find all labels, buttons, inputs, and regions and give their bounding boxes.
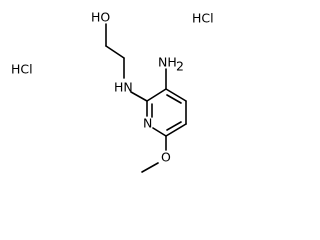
bond-o-ch3: [141, 162, 159, 173]
bond-n-c2ring: [130, 91, 148, 102]
bond-layer: [105, 23, 187, 173]
ring-bond-c3-c4: [165, 88, 187, 102]
counterion-hcl-left: HCl: [11, 62, 33, 77]
ring-bond-c5-c6: [165, 123, 187, 137]
bond-c1-c2: [105, 45, 125, 59]
counterion-hcl-top-right: HCl: [192, 11, 214, 26]
double-bond-c3-c4: [166, 94, 182, 104]
primary-amine-label: NH: [158, 55, 177, 70]
secondary-amine-label: HN: [114, 80, 133, 95]
primary-amine-subscript: 2: [176, 59, 184, 74]
chemical-structure: HO HN NH 2 N O HCl HCl: [11, 10, 214, 173]
hydroxyl-label: HO: [91, 10, 110, 25]
ring-nitrogen-label: N: [143, 116, 152, 131]
double-bond-c5-c6: [166, 121, 182, 131]
ether-oxygen-label: O: [161, 150, 171, 165]
ring-bond-c2-c3: [146, 88, 167, 102]
ring-bond-c6-n: [152, 127, 167, 137]
